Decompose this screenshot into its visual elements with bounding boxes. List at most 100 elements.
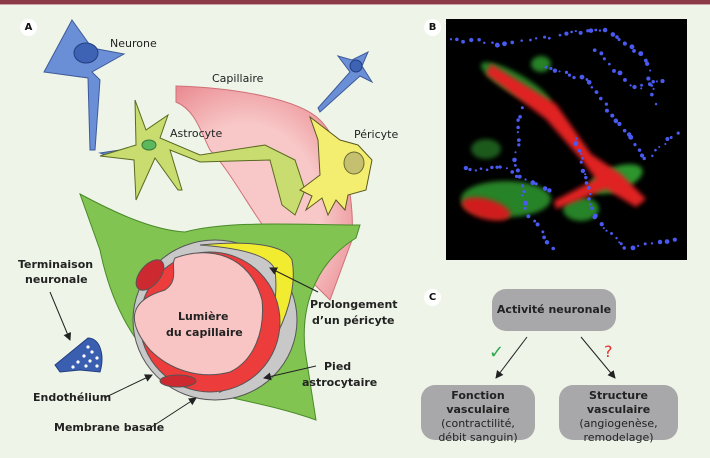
pericyte	[299, 115, 373, 217]
blue-dot	[632, 84, 637, 90]
fonction-title: Fonction vasculaire	[446, 389, 510, 416]
blue-dot	[615, 236, 618, 240]
blue-dot	[567, 73, 572, 77]
blue-dot	[517, 138, 521, 142]
blue-dot	[574, 30, 577, 33]
panel-c-letter: C	[424, 289, 441, 306]
blue-dot	[647, 82, 652, 87]
blue-dot	[524, 178, 527, 181]
blue-dot	[558, 70, 561, 73]
blue-dot	[640, 83, 644, 87]
blue-dot	[513, 163, 517, 167]
blue-dot	[544, 240, 550, 245]
fonction-line2: débit sanguin)	[438, 431, 518, 444]
blue-dot	[612, 68, 616, 73]
blue-dot	[669, 136, 673, 139]
blue-dot	[654, 102, 658, 106]
blue-dot	[599, 222, 604, 227]
blue-dot	[564, 70, 569, 74]
blue-dot	[512, 157, 517, 163]
blue-dot	[610, 113, 615, 118]
blue-dot	[598, 96, 603, 101]
blue-dot	[529, 38, 532, 42]
blue-dot	[551, 246, 556, 251]
blue-dot	[498, 165, 502, 169]
blue-dot	[657, 239, 663, 245]
blue-dot	[580, 152, 583, 155]
blue-dot	[617, 70, 623, 76]
flow-arrows	[495, 336, 616, 379]
blue-dot	[573, 141, 579, 146]
box-structure-vasculaire: Structure vasculaire (angiogenèse, remod…	[559, 385, 678, 444]
blue-dot	[652, 87, 655, 90]
blue-dot	[650, 92, 654, 97]
blue-dot	[485, 168, 489, 172]
blue-dot	[578, 30, 583, 35]
blue-dot	[586, 79, 592, 85]
red-staining	[461, 64, 646, 221]
arrow-membrane	[149, 397, 197, 429]
blue-dot	[587, 197, 591, 201]
box-activite-neuronale: Activité neuronale	[492, 289, 616, 331]
blue-dot	[622, 246, 626, 250]
blue-dot	[602, 57, 606, 61]
arrow-pied	[263, 365, 317, 381]
arrow-prolongement	[269, 267, 319, 293]
capillary-lumen	[133, 252, 264, 376]
blue-dot	[599, 51, 604, 56]
blue-dot	[579, 74, 585, 80]
blue-dot	[533, 219, 537, 223]
blue-dot	[638, 51, 644, 57]
blue-dot	[602, 27, 608, 33]
blue-dot	[518, 114, 522, 119]
blue-dot	[617, 121, 622, 127]
blue-dot	[575, 137, 578, 140]
blue-dot	[644, 61, 650, 66]
blue-dot	[526, 214, 531, 219]
neuron-nucleus	[73, 42, 99, 64]
blue-dot	[664, 239, 670, 244]
blue-dot	[468, 167, 472, 172]
label-membrane: Membrane basale	[54, 421, 164, 434]
blue-dot	[592, 214, 597, 220]
blue-dot	[636, 244, 640, 248]
blue-dot	[608, 62, 611, 66]
blue-dot	[522, 189, 526, 194]
label-astrocyte: Astrocyte	[170, 127, 222, 140]
blue-dot	[588, 28, 594, 33]
arrow-to-fonction	[495, 336, 528, 379]
blue-dot	[535, 222, 540, 227]
blue-dot	[613, 118, 619, 124]
blue-dot	[534, 37, 538, 40]
blue-dot	[558, 33, 562, 37]
blue-dot	[628, 134, 634, 140]
blue-dot	[463, 165, 469, 171]
blue-dot	[543, 35, 547, 39]
fonction-line1: (contractilité,	[441, 417, 515, 430]
blue-dot	[449, 38, 453, 41]
blue-dot	[479, 167, 483, 171]
blue-dot	[523, 200, 529, 206]
blue-dot	[477, 38, 481, 42]
blue-dot	[665, 136, 670, 141]
blue-dot	[618, 241, 621, 244]
blue-dot	[541, 230, 545, 234]
blue-dot	[516, 131, 519, 134]
blue-dot	[605, 229, 608, 232]
blue-dot	[520, 194, 524, 197]
blue-dot	[594, 90, 599, 95]
blue-dot	[586, 29, 590, 33]
blue-dot	[469, 37, 474, 43]
blue-dot	[584, 173, 587, 176]
top-border	[0, 0, 710, 4]
arrow-terminaison	[49, 291, 71, 341]
blue-dot	[602, 227, 605, 230]
blue-dot	[594, 28, 598, 32]
label-neurone: Neurone	[110, 37, 157, 50]
blue-dot	[580, 168, 586, 174]
blue-dot	[633, 143, 637, 147]
structure-line1: (angiogenèse,	[579, 417, 658, 430]
blue-dot	[516, 125, 520, 130]
blue-dot	[622, 128, 627, 133]
blue-dot	[490, 165, 494, 170]
